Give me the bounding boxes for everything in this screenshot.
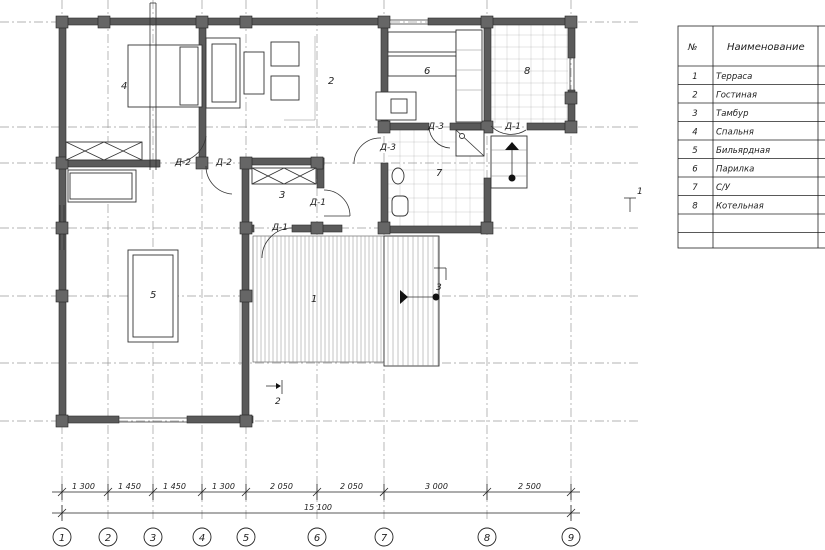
dimension-label: 2 050 — [340, 482, 363, 491]
room-number-4: 4 — [121, 81, 127, 92]
table-cell-num: 6 — [692, 165, 698, 175]
axis-label: 4 — [199, 533, 205, 544]
door-label: Д-1 — [504, 122, 521, 132]
door-label: Д-3 — [379, 143, 396, 153]
room-number-7: 7 — [436, 168, 443, 179]
axis-bubble — [192, 527, 212, 547]
walls — [58, 17, 577, 424]
table-cell-name: Тамбур — [716, 109, 748, 119]
axis-bubble — [98, 527, 118, 547]
dimension-label: 3 000 — [425, 482, 448, 491]
door-label: Д-3 — [427, 122, 444, 132]
door-label: Д-2 — [215, 158, 232, 168]
table-cell-name: Бильярдная — [716, 146, 770, 156]
table-cell-name: Спальня — [716, 128, 754, 138]
axis-label: 1 — [59, 533, 65, 544]
table-cell-num: 3 — [692, 109, 697, 119]
table-header-num: № — [687, 43, 697, 53]
dimension-label: 2 500 — [518, 482, 541, 491]
axis-bubble — [561, 527, 581, 547]
dimension-chain: 1 300 1 450 1 450 1 300 2 050 2 050 3 00… — [52, 482, 580, 521]
terrace-decking — [239, 235, 440, 367]
table-cell-name: Терраса — [716, 72, 752, 82]
axis-label: 7 — [381, 533, 388, 544]
dimension-label: 2 050 — [270, 482, 293, 491]
entry-stair — [490, 135, 528, 189]
door-label: Д-1 — [271, 223, 288, 233]
axis-bubble — [307, 527, 327, 547]
dimension-label: 1 450 — [118, 482, 141, 491]
table-cell-num: 5 — [692, 146, 697, 156]
table-cell-num: 8 — [692, 202, 698, 212]
section-mark-2: 2 — [266, 380, 283, 407]
room-number-1: 1 — [311, 294, 317, 305]
svg-text:3: 3 — [436, 283, 442, 293]
dimension-label: 1 300 — [212, 482, 235, 491]
axis-label: 5 — [243, 533, 249, 544]
axis-bubble — [374, 527, 394, 547]
table-cell-num: 1 — [692, 72, 697, 82]
table-cell-num: 4 — [692, 128, 697, 138]
table-cell-num: 2 — [692, 91, 697, 101]
room-number-5: 5 — [150, 290, 156, 301]
table-cell-name: Парилка — [716, 165, 754, 175]
table-cell-num: 7 — [692, 183, 698, 193]
room-number-3: 3 — [279, 190, 285, 201]
axis-label: 3 — [150, 533, 156, 544]
dimension-total: 15 100 — [304, 503, 332, 512]
furniture — [65, 2, 485, 343]
terrace-stair-arrow — [400, 290, 440, 304]
svg-text:1: 1 — [637, 187, 643, 197]
axis-bubble — [477, 527, 497, 547]
room-number-2: 2 — [328, 76, 334, 87]
section-mark-3: 3 — [434, 267, 447, 293]
door-label: Д-1 — [309, 198, 326, 208]
axis-label: 6 — [314, 533, 320, 544]
svg-text:2: 2 — [275, 397, 281, 407]
section-mark-1: 1 — [624, 187, 643, 212]
table-cell-name: С/У — [716, 183, 731, 193]
axis-bubble — [52, 527, 72, 547]
axis-bubble — [236, 527, 256, 547]
table-header-name: Наименование — [727, 42, 805, 53]
axis-label: 2 — [105, 533, 111, 544]
room-schedule-table: № Наименование 1 Терраса 2 Гостиная 3 Тамбур 4… — [677, 25, 825, 249]
column-posts — [55, 15, 578, 428]
room-number-8: 8 — [524, 66, 530, 77]
table-cell-name: Гостиная — [716, 91, 757, 101]
door-swings — [175, 125, 527, 259]
axis-label: 9 — [568, 533, 574, 544]
door-label: Д-2 — [174, 158, 191, 168]
dimension-label: 1 450 — [163, 482, 186, 491]
table-cell-name: Котельная — [716, 202, 764, 212]
dimension-label: 1 300 — [72, 482, 95, 491]
axis-bubbles: 1 2 3 4 5 6 7 8 9 — [52, 527, 581, 547]
room-numbers: 1 2 3 4 5 6 7 8 — [121, 66, 530, 305]
door-labels: Д-2 Д-2 Д-1 Д-1 Д-3 Д-3 Д-1 — [174, 122, 521, 233]
tile-floor — [388, 25, 568, 227]
room-number-6: 6 — [424, 66, 430, 77]
axis-bubble — [143, 527, 163, 547]
axis-label: 8 — [484, 533, 490, 544]
